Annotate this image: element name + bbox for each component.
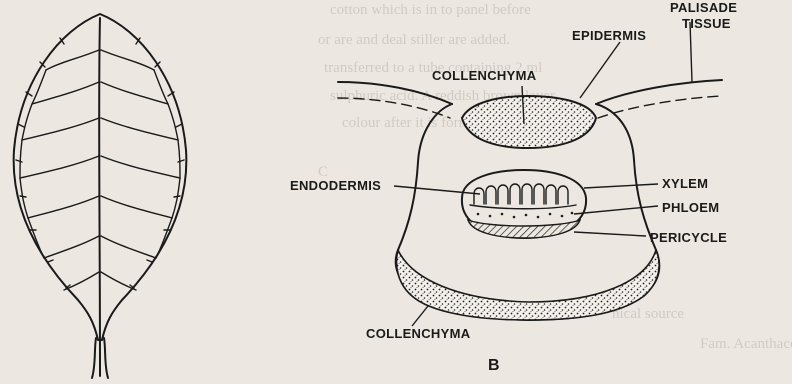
endodermis-leader (394, 186, 480, 194)
label-palisade-line2: TISSUE (682, 16, 731, 31)
label-phloem: PHLOEM (662, 200, 719, 215)
phloem-dots (477, 212, 574, 219)
epidermis-leader (580, 42, 620, 98)
collenchyma-bottom-leader (412, 306, 428, 326)
label-endodermis: ENDODERMIS (290, 178, 381, 193)
bg-text-line: Fam. Acanthaceae (700, 336, 792, 352)
background-print: cotton which is in to panel before or ar… (318, 2, 792, 352)
label-collenchyma-bottom: COLLENCHYMA (366, 326, 471, 341)
bg-text-line: nical source (612, 306, 684, 322)
upper-collenchyma (462, 96, 596, 148)
panel-label-b: B (488, 357, 500, 374)
leaf-drawing (14, 14, 187, 378)
label-pericycle: PERICYCLE (650, 230, 727, 245)
label-epidermis: EPIDERMIS (572, 28, 646, 43)
palisade-dash-right (598, 96, 722, 118)
xylem-leader (584, 184, 658, 188)
xylem-base (470, 205, 576, 209)
bg-text-line: or are and deal stiller are added. (318, 32, 510, 48)
pericycle-leader (574, 232, 646, 236)
upper-epidermis-right (596, 80, 722, 104)
label-collenchyma-top: COLLENCHYMA (432, 68, 537, 83)
label-xylem: XYLEM (662, 176, 708, 191)
bg-text-line: cotton which is in to panel before (330, 2, 531, 18)
leaf-midrib (99, 18, 100, 376)
label-palisade-line1: PALISADE (670, 0, 737, 15)
xylem-arcs (474, 184, 568, 204)
pericycle-band (468, 220, 580, 238)
palisade-leader (690, 22, 692, 82)
phloem-leader (574, 206, 658, 214)
